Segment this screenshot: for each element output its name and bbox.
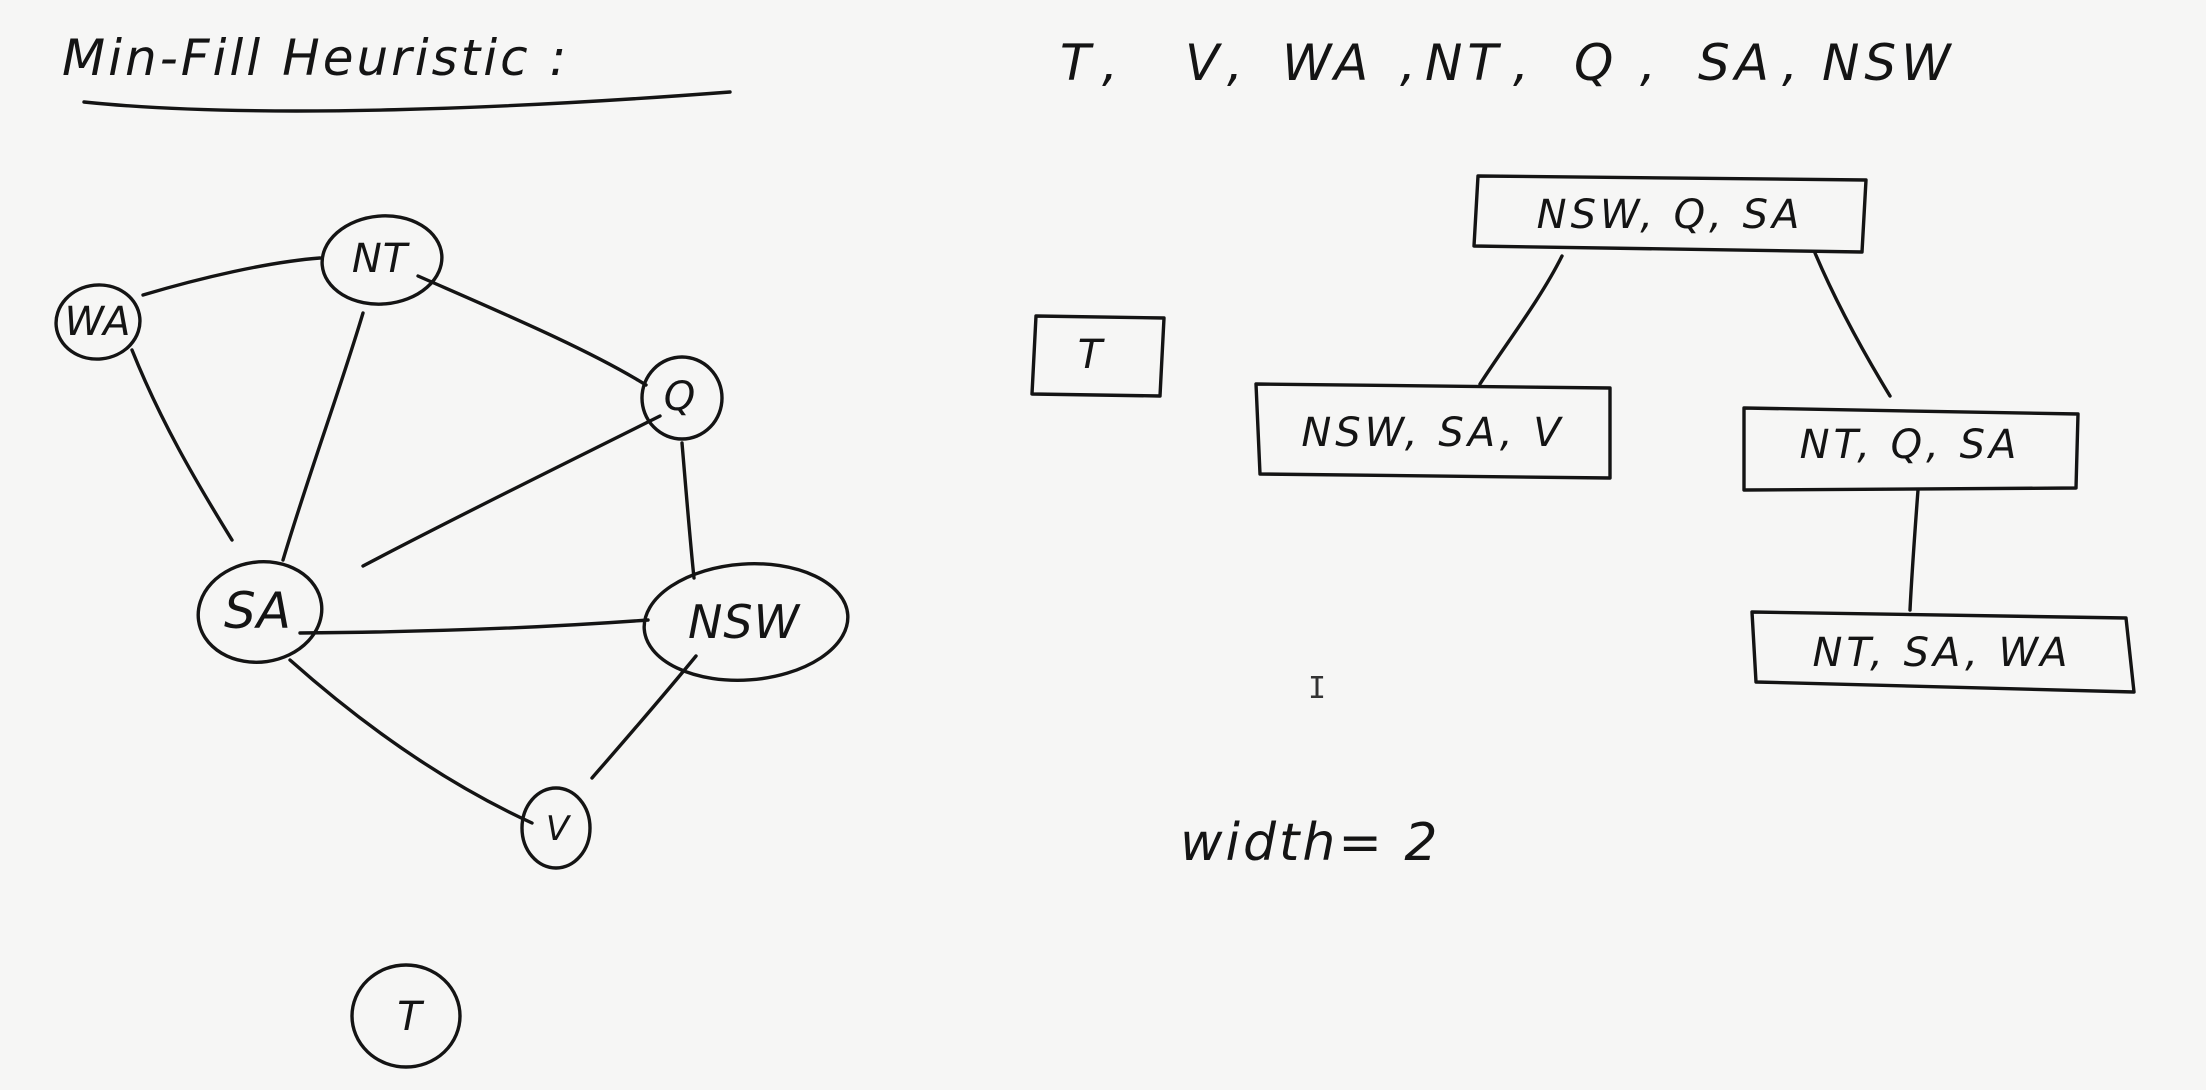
bag-left-box: [1254, 382, 1612, 480]
edge-nt-sa: [281, 311, 365, 562]
width-label: width= 2: [1180, 813, 1441, 873]
order-sep: ,: [1513, 34, 1534, 92]
bag-right: NT, Q, SA: [1742, 406, 2080, 492]
node-wa-label: WA: [65, 299, 132, 345]
node-sa: SA: [196, 560, 324, 664]
node-t-label: T: [397, 994, 425, 1040]
node-nsw-label: NSW: [688, 595, 801, 649]
node-v-label: V: [546, 809, 572, 849]
tree-edge-right-bottom: [1908, 488, 1920, 612]
edge-q-sa: [361, 414, 662, 568]
bag-t-label: T: [1078, 332, 1106, 378]
node-nsw: NSW: [642, 562, 850, 682]
node-sa-outline: [196, 560, 324, 664]
page-title: Min-Fill Heuristic :: [62, 29, 569, 87]
node-v-outline: [520, 786, 592, 870]
order-item-nt: NT: [1425, 34, 1503, 92]
bag-root: NSW, Q, SA: [1472, 174, 1868, 254]
title-group: Min-Fill Heuristic :: [62, 29, 732, 113]
node-wa-outline: [54, 283, 142, 361]
node-nt-label: NT: [352, 236, 411, 282]
edge-wa-sa: [130, 348, 234, 542]
bag-t-box: [1030, 314, 1166, 398]
order-item-t: T: [1060, 34, 1096, 92]
order-item-q: Q: [1574, 34, 1618, 92]
order-item-wa: WA: [1282, 34, 1373, 92]
bag-t: T: [1030, 314, 1166, 398]
node-v: V: [520, 786, 592, 870]
tree-edges: [1478, 251, 1920, 612]
bag-bottom-label: NT, SA, WA: [1813, 630, 2072, 676]
node-nt-outline: [320, 214, 444, 306]
bag-bottom-box: [1750, 610, 2136, 694]
bag-left: NSW, SA, V: [1254, 382, 1612, 480]
bag-root-label: NSW, Q, SA: [1537, 192, 1804, 238]
elimination-order: T , V , WA , NT , Q , SA , NSW: [1060, 34, 1956, 92]
tree-edge-root-left: [1478, 254, 1564, 386]
node-nsw-outline: [642, 562, 850, 682]
order-item-nsw: NSW: [1822, 34, 1956, 92]
node-wa: WA: [54, 283, 142, 361]
bag-bottom: NT, SA, WA: [1750, 610, 2136, 694]
node-nt: NT: [320, 214, 444, 306]
order-sep: ,: [1227, 34, 1248, 92]
node-q-label: Q: [664, 374, 696, 420]
order-sep: ,: [1102, 34, 1123, 92]
order-sep: ,: [1782, 34, 1803, 92]
order-item-sa: SA: [1698, 34, 1774, 92]
node-q: Q: [640, 355, 724, 441]
edge-sa-v: [288, 658, 534, 825]
node-t: T: [350, 963, 462, 1069]
edge-q-nsw: [680, 441, 696, 580]
title-underline: [82, 90, 732, 113]
bag-root-box: [1472, 174, 1868, 254]
node-sa-label: SA: [224, 582, 292, 640]
order-item-v: V: [1185, 34, 1224, 92]
bag-right-label: NT, Q, SA: [1800, 422, 2021, 468]
bag-left-label: NSW, SA, V: [1301, 410, 1564, 456]
constraint-graph-edges: [130, 256, 698, 825]
node-t-outline: [350, 963, 462, 1069]
order-sep: ,: [1400, 34, 1421, 92]
edge-sa-nsw: [298, 618, 650, 635]
edge-wa-nt: [141, 256, 322, 297]
order-sep: ,: [1640, 34, 1661, 92]
edge-nsw-v: [590, 654, 698, 780]
text-cursor-icon: I: [1308, 671, 1326, 706]
tree-edge-root-right: [1813, 251, 1892, 398]
node-q-outline: [640, 355, 724, 441]
bag-right-box: [1742, 406, 2080, 492]
edge-nt-q: [416, 274, 648, 387]
